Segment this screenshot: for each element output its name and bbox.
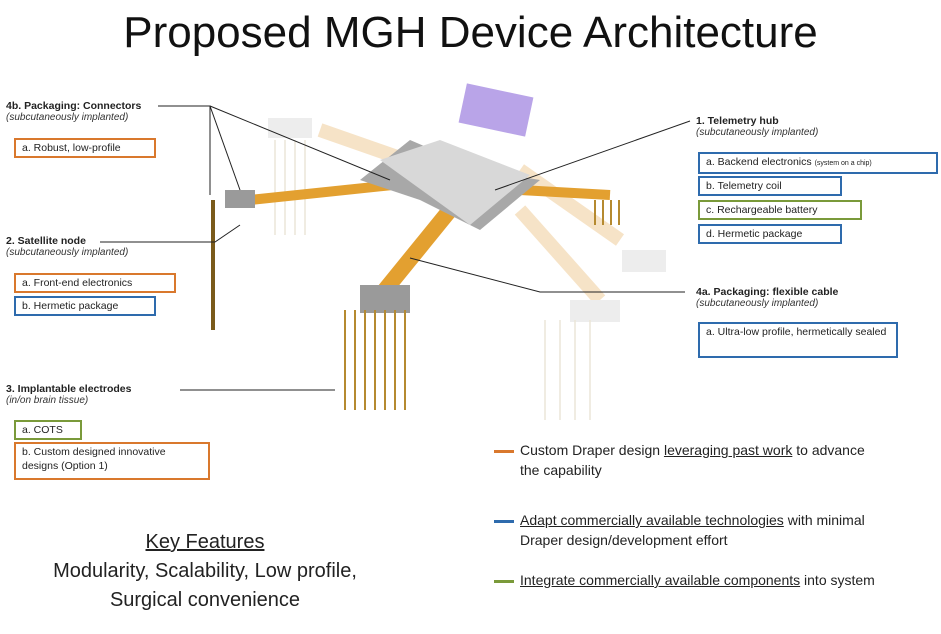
- satellite-node-small: [225, 190, 255, 208]
- cable-down: [378, 204, 457, 296]
- legend-item: Integrate commercially available compone…: [520, 570, 880, 590]
- connectors-section: 4b. Packaging: Connectors (subcutaneousl…: [6, 100, 141, 123]
- callout-lines: [100, 105, 691, 391]
- satellite-item: b. Hermetic package: [14, 296, 156, 316]
- legend-item: Adapt commercially available technologie…: [520, 510, 880, 550]
- satellite-heading: 2. Satellite node: [6, 235, 86, 247]
- legend-underlined: leveraging past work: [663, 442, 793, 458]
- legend-underlined: Adapt commercially available technologie…: [520, 512, 784, 528]
- satellite-item: a. Front-end electronics: [14, 273, 176, 293]
- satellite-node: [360, 285, 410, 313]
- key-features-line: Surgical convenience: [109, 589, 301, 611]
- legend-swatch-blue: [494, 520, 514, 523]
- electrodes-heading: 3. Implantable electrodes: [6, 383, 132, 395]
- cable-right: [519, 185, 611, 200]
- telemetry-coil: [458, 83, 534, 137]
- legend-text: with minimal Draper design/development e…: [520, 512, 865, 548]
- key-features: Key Features Modularity, Scalability, Lo…: [40, 528, 370, 615]
- hub-item: c. Rechargeable battery: [698, 200, 862, 220]
- cable-item: a. Ultra-low profile, hermetically seale…: [698, 322, 898, 358]
- cable-sub: (subcutaneously implanted): [696, 298, 819, 309]
- hub-item: b. Telemetry coil: [698, 176, 842, 196]
- satellite-sub: (subcutaneously implanted): [6, 247, 129, 258]
- electrodes-sub: (in/on brain tissue): [6, 395, 89, 406]
- legend-underlined: Integrate commercially available compone…: [520, 572, 801, 588]
- legend-swatch-orange: [494, 450, 514, 453]
- hub-item-note: (system on a chip): [814, 160, 872, 167]
- connectors-sub: (subcutaneously implanted): [6, 112, 129, 123]
- hub-item-label: a. Backend electronics: [706, 156, 812, 168]
- hub-item: a. Backend electronics (system on a chip…: [698, 152, 938, 174]
- electrodes-item: a. COTS: [14, 420, 82, 440]
- key-features-heading: Key Features: [145, 531, 265, 553]
- key-features-line: Modularity, Scalability, Low profile,: [53, 560, 357, 582]
- hub-sub: (subcutaneously implanted): [696, 127, 819, 138]
- cable-section: 4a. Packaging: flexible cable (subcutane…: [696, 286, 838, 309]
- hub-heading: 1. Telemetry hub: [696, 115, 779, 127]
- page-title: Proposed MGH Device Architecture: [123, 8, 818, 57]
- legend-swatch-green: [494, 580, 514, 583]
- legend-item: Custom Draper design leveraging past wor…: [520, 440, 880, 480]
- cable-heading: 4a. Packaging: flexible cable: [696, 286, 839, 298]
- electrodes-section: 3. Implantable electrodes (in/on brain t…: [6, 383, 131, 406]
- satellite-section: 2. Satellite node (subcutaneously implan…: [6, 235, 128, 258]
- electrodes-item: b. Custom designed innovative designs (O…: [14, 442, 210, 480]
- electrode-array: [344, 310, 406, 410]
- legend-text: into system: [800, 572, 875, 588]
- connectors-item: a. Robust, low-profile: [14, 138, 156, 158]
- hub-item: d. Hermetic package: [698, 224, 842, 244]
- hub-section: 1. Telemetry hub (subcutaneously implant…: [696, 115, 818, 138]
- legend-text: Custom Draper design: [520, 442, 664, 458]
- connectors-heading: 4b. Packaging: Connectors: [6, 100, 142, 112]
- legend-text: to advance the capability: [520, 442, 865, 478]
